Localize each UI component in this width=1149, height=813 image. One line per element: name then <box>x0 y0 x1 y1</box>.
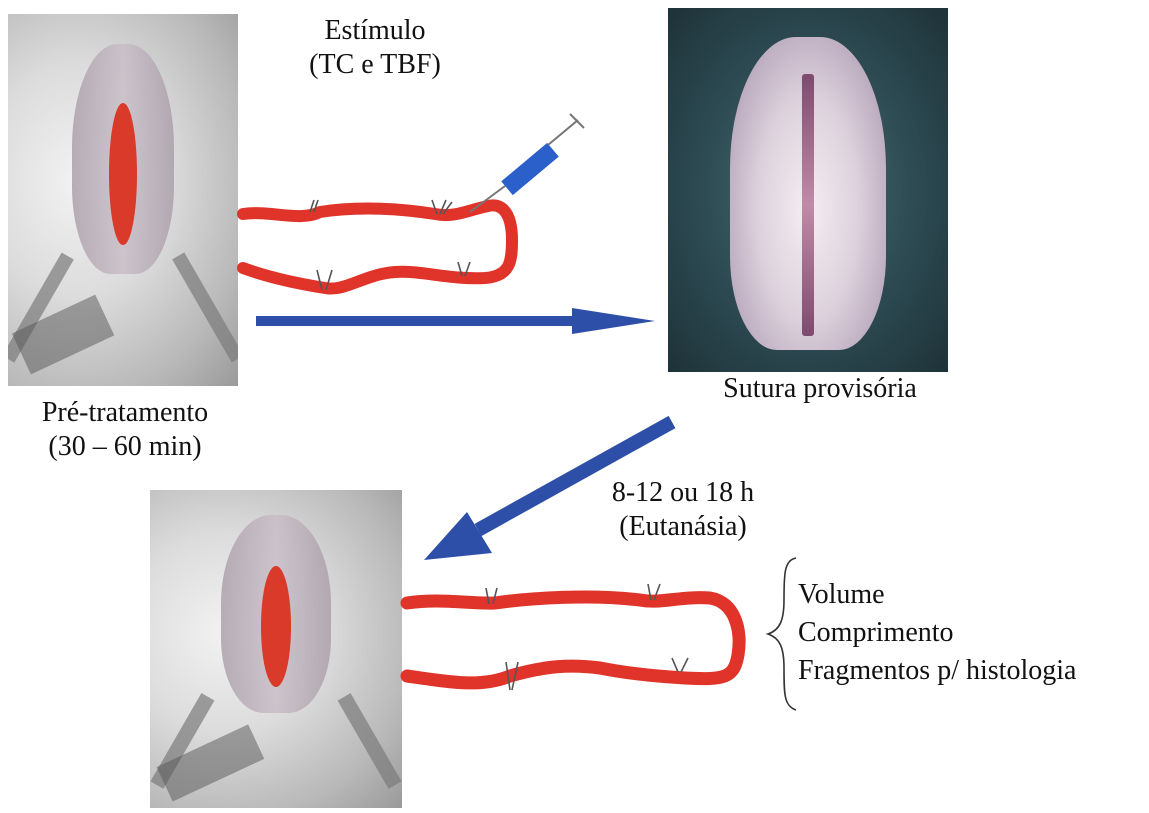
suture-label: Sutura provisória <box>690 372 950 406</box>
stimulus-title: Estímulo <box>280 14 470 48</box>
euthanasia-title: (Eutanásia) <box>568 510 798 544</box>
stimulus-label: Estímulo (TC e TBF) <box>280 14 470 82</box>
intestine-loop-upper <box>243 205 512 288</box>
syringe-icon <box>470 114 584 212</box>
stimulus-subtitle: (TC e TBF) <box>280 48 470 82</box>
outcome-histology: Fragmentos p/ histologia <box>798 652 1076 690</box>
pretreatment-title: Pré-tratamento <box>0 396 250 430</box>
outcome-volume: Volume <box>798 576 1076 614</box>
intestine-loop-lower <box>407 597 739 683</box>
outcomes-list: Volume Comprimento Fragmentos p/ histolo… <box>798 576 1076 690</box>
outcomes-brace <box>768 558 796 710</box>
euthanasia-label: 8-12 ou 18 h (Eutanásia) <box>568 476 798 544</box>
pretreatment-label: Pré-tratamento (30 – 60 min) <box>0 396 250 464</box>
arrow-to-suture <box>256 308 655 334</box>
pretreatment-duration: (30 – 60 min) <box>0 430 250 464</box>
outcome-length: Comprimento <box>798 614 1076 652</box>
euthanasia-time: 8-12 ou 18 h <box>568 476 798 510</box>
